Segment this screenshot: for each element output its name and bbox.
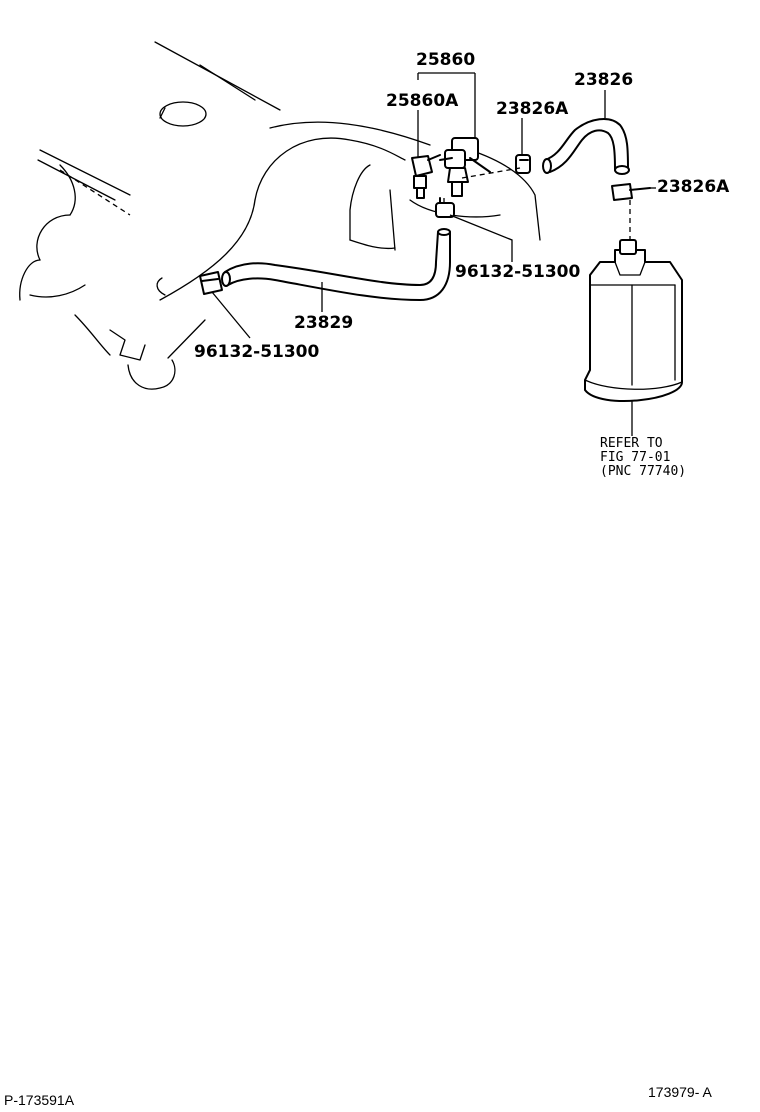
footer-right-code: 173979- A [648,1084,712,1100]
reference-note-line-1: REFER TO [600,436,663,451]
reference-note-line-3: (PNC 77740) [600,464,687,479]
vsv-assembly[interactable] [439,137,491,197]
reference-note-line-2[interactable]: FIG 77-01 [600,450,671,465]
engine-outline [19,41,541,390]
reference-note: REFER TO FIG 77-01 (PNC 77740) [600,437,686,479]
label-23826[interactable]: 23826 [574,70,634,90]
label-25860[interactable]: 25860 [416,50,476,70]
charcoal-canister[interactable] [584,239,683,402]
hose-clip-upper[interactable] [515,154,531,174]
hose-clip-right[interactable] [611,183,651,201]
label-23829[interactable]: 23829 [294,313,354,333]
clamp-left[interactable] [199,271,223,295]
upper-hose[interactable] [542,118,630,175]
main-hose[interactable] [221,228,451,301]
connection-dashes [443,167,631,240]
label-23826a-right[interactable]: 23826A [657,177,730,197]
label-96132-51300-left[interactable]: 96132-51300 [194,342,320,362]
label-25860a[interactable]: 25860A [386,91,459,111]
label-96132-51300-right[interactable]: 96132-51300 [455,262,581,282]
leader-lines [211,72,656,436]
label-23826a-upper[interactable]: 23826A [496,99,569,119]
footer-left-code: P-173591A [4,1092,75,1108]
clamp-right[interactable] [435,197,455,218]
vsv-sub-part[interactable] [411,154,441,199]
